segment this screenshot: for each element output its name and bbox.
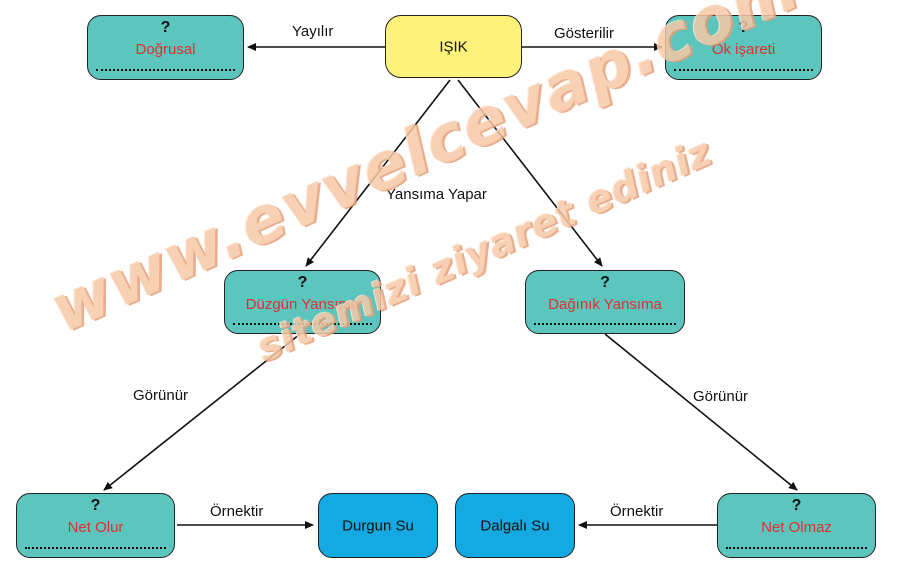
- answer-text: Dağınık Yansıma: [548, 296, 662, 313]
- arrow-to-net-olur: [103, 333, 301, 491]
- answer-text: Net Olur: [67, 519, 124, 536]
- question-mark: ?: [160, 19, 171, 36]
- dogrusal-node: ? Doğrusal: [87, 15, 244, 80]
- question-mark: ?: [90, 497, 101, 514]
- answer-text: Düzgün Yansıma: [245, 296, 360, 313]
- net-olur-node: ? Net Olur: [16, 493, 175, 558]
- answer-text: Doğrusal: [135, 41, 196, 58]
- daginik-yansima-node: ? Dağınık Yansıma: [525, 270, 685, 334]
- edge-label-yayilir: Yayılır: [292, 23, 334, 40]
- arrow-to-duzgun-yansima: [305, 79, 451, 267]
- isik-node: IŞIK: [385, 15, 522, 78]
- edge-label-gorunur-left: Görünür: [133, 387, 189, 404]
- answer-text: Ok işareti: [711, 41, 776, 58]
- edge-label-ornektir-right: Örnektir: [610, 503, 664, 520]
- ok-isareti-node: ? Ok işareti: [665, 15, 822, 80]
- answer-dotted-line: [233, 323, 372, 325]
- net-olmaz-node: ? Net Olmaz: [717, 493, 876, 558]
- edge-label-gosterilir: Gösterilir: [554, 25, 615, 42]
- edge-label-gorunur-right: Görünür: [693, 388, 749, 405]
- dalgali-su-label: Dalgalı Su: [480, 517, 550, 534]
- answer-dotted-line: [25, 547, 166, 549]
- arrow-to-net-olmaz: [604, 333, 798, 491]
- durgun-su-node: Durgun Su: [318, 493, 438, 558]
- edge-label-yansima-yapar: Yansıma Yapar: [386, 186, 487, 203]
- dalgali-su-node: Dalgalı Su: [455, 493, 575, 558]
- edge-label-ornektir-left: Örnektir: [210, 503, 264, 520]
- isik-label: IŞIK: [439, 38, 468, 55]
- answer-dotted-line: [674, 69, 813, 71]
- answer-text: Net Olmaz: [761, 519, 832, 536]
- answer-dotted-line: [726, 547, 867, 549]
- durgun-su-label: Durgun Su: [342, 517, 414, 534]
- question-mark: ?: [738, 19, 749, 36]
- question-mark: ?: [297, 274, 308, 291]
- answer-dotted-line: [96, 69, 235, 71]
- question-mark: ?: [600, 274, 610, 291]
- answer-dotted-line: [534, 323, 676, 325]
- arrow-to-daginik-yansima: [457, 79, 603, 267]
- question-mark: ?: [791, 497, 802, 514]
- duzgun-yansima-node: ? Düzgün Yansıma: [224, 270, 381, 334]
